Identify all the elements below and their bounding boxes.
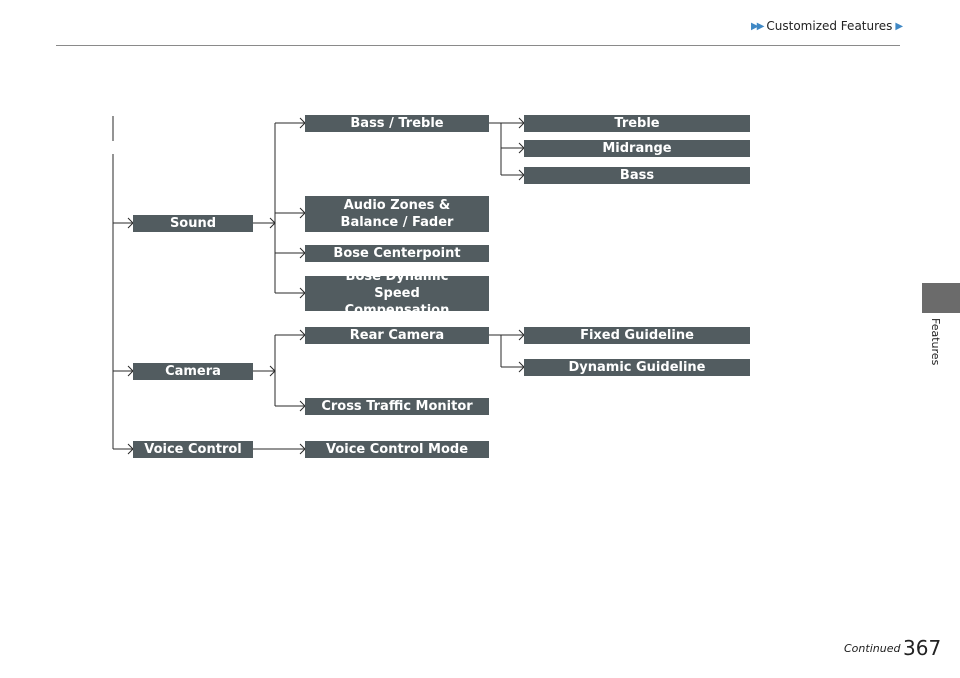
section-label: Features	[929, 318, 942, 366]
breadcrumb-label: Customized Features	[766, 19, 893, 33]
node-voice-control: Voice Control	[133, 441, 253, 458]
arrow-icon: ▶	[895, 20, 904, 32]
breadcrumb: ▶▶ Customized Features ▶	[751, 19, 903, 33]
section-tab	[922, 283, 960, 313]
node-audio-zones: Audio Zones & Balance / Fader	[305, 196, 489, 232]
node-sound: Sound	[133, 215, 253, 232]
continued-label: Continued	[844, 642, 901, 655]
header-rule	[56, 45, 900, 46]
node-treble: Treble	[524, 115, 750, 132]
node-fixed-guideline: Fixed Guideline	[524, 327, 750, 344]
node-bose-dynamic-speed: Bose Dynamic Speed Compensation	[305, 269, 489, 318]
page-number: 367	[903, 636, 942, 660]
node-dynamic-guideline: Dynamic Guideline	[524, 359, 750, 376]
double-arrow-icon: ▶▶	[751, 20, 764, 32]
node-rear-camera: Rear Camera	[305, 327, 489, 344]
node-camera: Camera	[133, 363, 253, 380]
node-bass-treble: Bass / Treble	[305, 115, 489, 132]
node-voice-control-mode: Voice Control Mode	[305, 441, 489, 458]
node-cross-traffic-monitor: Cross Traffic Monitor	[305, 398, 489, 415]
node-bass: Bass	[524, 167, 750, 184]
node-bose-centerpoint: Bose Centerpoint	[305, 245, 489, 262]
node-midrange: Midrange	[524, 140, 750, 157]
